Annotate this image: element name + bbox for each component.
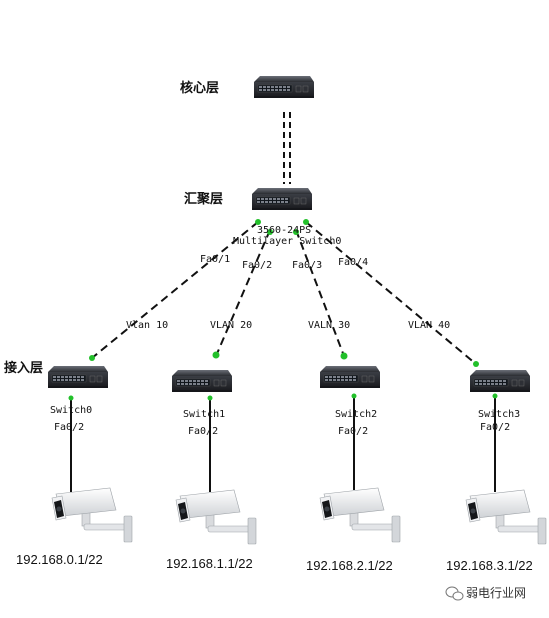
uplink-line-0 (91, 221, 259, 359)
watermark: 弱电行业网 (445, 586, 526, 601)
access-switch-name: Switch3 (478, 409, 520, 420)
access-port-label: Fa0/2 (480, 422, 510, 433)
link-light (207, 395, 213, 401)
uplink-port-label: Fa0/4 (338, 257, 368, 268)
uplink-port-label: Fa0/3 (292, 260, 322, 271)
core-layer-label: 核心层 (180, 80, 219, 96)
access-switch-1[interactable] (171, 369, 233, 393)
camera-ip-label: 192.168.1.1/22 (166, 556, 253, 571)
aggregation-switch-name: Multilayer Switch0 (233, 236, 341, 247)
access-layer-label: 接入层 (4, 360, 43, 376)
access-switch-0[interactable] (47, 365, 109, 389)
uplink-line-1 (215, 229, 271, 357)
link-light (267, 229, 273, 235)
uplink-port-label: Fa0/2 (242, 260, 272, 271)
core-aggregation-trunk (283, 112, 291, 184)
aggregation-switch[interactable] (251, 187, 313, 211)
camera-ip-label: 192.168.0.1/22 (16, 552, 103, 567)
access-switch-name: Switch0 (50, 405, 92, 416)
link-light (68, 395, 74, 401)
link-lights (68, 219, 498, 401)
access-port-label: Fa0/2 (338, 426, 368, 437)
access-switch-2[interactable] (319, 365, 381, 389)
camera-icon[interactable] (319, 487, 401, 543)
access-switch-name: Switch1 (183, 409, 225, 420)
link-light (255, 219, 261, 225)
link-light (340, 352, 348, 360)
camera-icon[interactable] (465, 489, 547, 545)
link-light (89, 355, 95, 361)
vlan-label: VALN 30 (308, 320, 350, 331)
aggregation-layer-label: 汇聚层 (184, 192, 223, 207)
link-light (492, 393, 498, 399)
vlan-label: VLAN 20 (210, 320, 252, 331)
watermark-text: 弱电行业网 (466, 586, 526, 600)
link-light (293, 229, 299, 235)
uplink-line-3 (305, 221, 477, 365)
link-light (212, 351, 220, 359)
camera-cables (70, 398, 496, 492)
uplink-port-label: Fa0/1 (200, 254, 230, 265)
camera-ip-label: 192.168.3.1/22 (446, 558, 533, 573)
link-light (351, 393, 357, 399)
access-switch-3[interactable] (469, 369, 531, 393)
camera-icon[interactable] (51, 487, 133, 543)
core-switch[interactable] (253, 75, 315, 99)
aggregation-switch-model: 3560-24PS (257, 225, 311, 236)
access-switch-name: Switch2 (335, 409, 377, 420)
access-port-label: Fa0/2 (54, 422, 84, 433)
uplink-links (91, 221, 477, 365)
access-port-label: Fa0/2 (188, 426, 218, 437)
wechat-icon (445, 586, 464, 601)
vlan-label: VLAN 40 (408, 320, 450, 331)
link-light (473, 361, 479, 367)
link-light (303, 219, 309, 225)
uplink-line-2 (295, 229, 345, 357)
camera-icon[interactable] (175, 489, 257, 545)
vlan-label: Vlan 10 (126, 320, 168, 331)
camera-ip-label: 192.168.2.1/22 (306, 558, 393, 573)
